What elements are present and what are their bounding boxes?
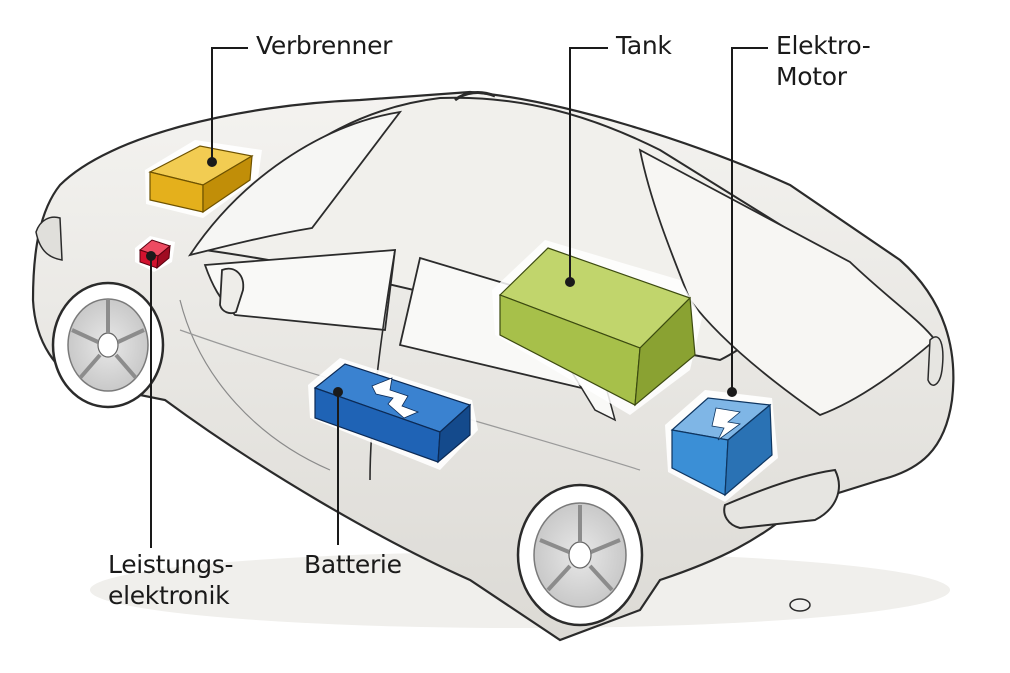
leader-line-elektro-motor: [731, 47, 768, 392]
antenna: [454, 91, 496, 102]
exhaust-pipe: [789, 598, 811, 612]
leader-dot-tank: [565, 277, 575, 287]
elektro-motor-box: [665, 390, 778, 502]
label-elektro-motor: Elektro- Motor: [776, 31, 871, 91]
label-leistungselektronik: Leistungs- elektronik: [108, 550, 234, 610]
headlight: [35, 216, 63, 261]
lightning-icon: [371, 377, 420, 419]
leader-dot-batterie: [333, 387, 343, 397]
windshield: [187, 110, 403, 257]
rear-wheel: [516, 483, 644, 627]
leader-dot-verbrenner: [207, 157, 217, 167]
front-wheel: [51, 281, 165, 409]
rear-window: [638, 148, 937, 417]
verbrenner-box: [145, 140, 262, 218]
label-batterie: Batterie: [304, 550, 402, 579]
tail-light: [723, 468, 840, 530]
leader-line-verbrenner: [211, 47, 248, 162]
side-mirror: [219, 267, 245, 315]
label-verbrenner: Verbrenner: [256, 31, 393, 60]
lightning-icon: [711, 407, 742, 441]
door-line: [179, 299, 331, 471]
leader-dot-elektro-motor: [727, 387, 737, 397]
label-tank: Tank: [616, 31, 672, 60]
tank-box: [492, 240, 702, 415]
tail-light-side: [927, 336, 944, 386]
batterie-box: [308, 358, 478, 470]
leader-line-tank: [569, 47, 608, 282]
leader-dot-leistungselektronik: [146, 251, 156, 261]
